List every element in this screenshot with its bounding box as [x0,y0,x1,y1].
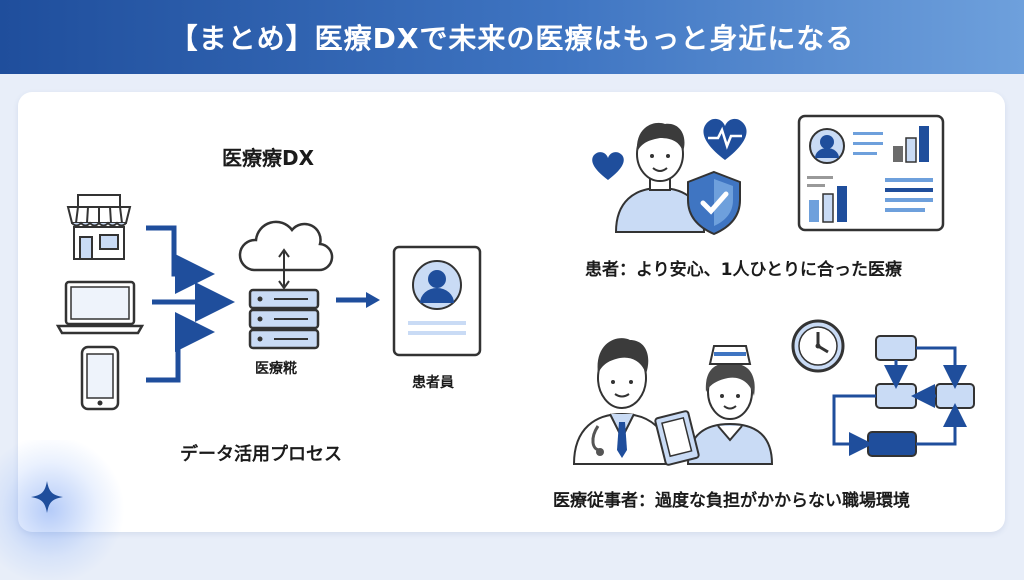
patient-avatar-icon [614,122,706,233]
diagram-caption: データ活用プロセス [180,444,342,465]
clock-icon [791,319,845,373]
record-label: 患者員 [412,375,454,391]
shop-icon [66,194,132,260]
health-dashboard-icon [797,114,945,232]
header-banner: 【まとめ】医療DXで未来の医療はもっと身近になる [0,0,1024,74]
sparkle-icon [31,481,63,513]
heart-icon [592,152,624,180]
patient-benefit-text: 患者：より安心、1人ひとりに合った医療 [585,260,902,280]
smartphone-icon [80,345,120,411]
page-title: 【まとめ】医療DXで未来の医療はもっと身近になる [169,22,855,55]
diagram-title: 医療療DX [222,146,315,170]
tablet-icon [654,410,700,466]
nurse-icon [686,345,774,465]
doctor-icon [572,338,672,465]
heartbeat-icon [703,118,747,160]
laptop-icon [55,280,145,335]
staff-benefit-text: 医療従事者：過度な負担がかからない職場環境 [553,491,910,511]
flow-arrows [146,225,235,383]
arrow-to-record [336,292,380,308]
workflow-icon [832,335,975,457]
shield-check-icon [687,170,741,236]
server-label: 医療糀 [255,361,297,377]
patient-record-icon [392,245,482,357]
cloud-server-icon [238,220,334,350]
